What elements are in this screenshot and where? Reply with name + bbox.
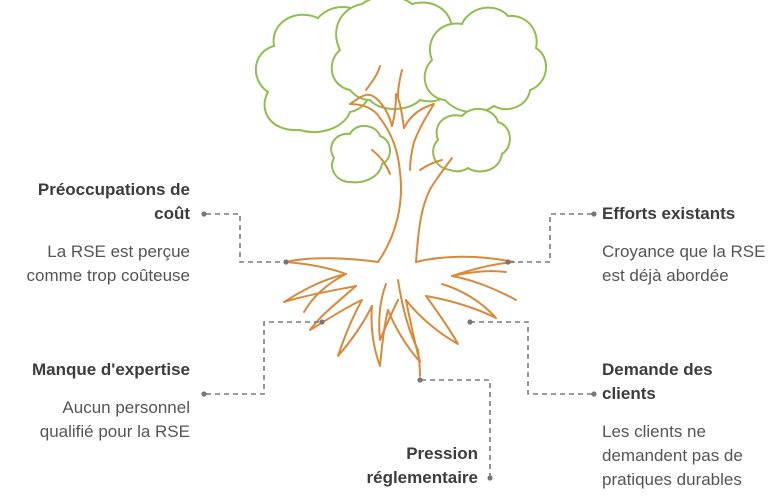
connector-regulation [420, 379, 491, 478]
foliage-cloud-small-right [432, 107, 511, 173]
connector-dot [591, 391, 597, 397]
item-description: Aucun personnel qualifié pour la RSE [39, 398, 190, 441]
branch-upper-left [349, 93, 393, 127]
connector-expertise [206, 321, 322, 395]
tree-trunk [349, 65, 453, 263]
item-description: Croyance que la RSE est déjà abordée [602, 242, 766, 285]
connector-dot [467, 319, 473, 325]
trunk-outline-right [415, 157, 453, 263]
item-title: Demande des clients [602, 360, 713, 403]
branch-upper-right [403, 103, 435, 171]
item-title: Efforts existants [602, 204, 736, 223]
root-right-small [451, 270, 507, 277]
connector-dot [283, 259, 289, 265]
root-center-right [405, 295, 459, 345]
item-title: Préoccupations de coût [37, 180, 190, 223]
item-description: La RSE est perçue comme trop coûteuse [26, 242, 190, 285]
connectors [206, 213, 592, 478]
connector-dot [319, 319, 325, 325]
tree-roots [283, 255, 517, 377]
root-far-left [283, 257, 379, 303]
root-center-tap [397, 279, 421, 377]
connector-dot [591, 211, 597, 217]
connector-clients [470, 321, 592, 395]
connector-dot [505, 259, 511, 265]
branch-top-left [365, 65, 381, 91]
item-cost-concerns: Préoccupations de coût La RSE est perçue… [10, 178, 190, 288]
root-center-left [378, 283, 399, 341]
connector-dot [201, 391, 207, 397]
foliage-cloud-right [423, 6, 548, 114]
trunk-outline-left [349, 103, 402, 263]
item-regulatory-pressure: Pression réglementaire [298, 442, 479, 490]
connector-dot [201, 211, 207, 217]
connector-dot [417, 377, 423, 383]
foliage-cloud-small-left [330, 125, 391, 184]
branch-right [419, 159, 443, 171]
item-existing-efforts: Efforts existants Croyance que la RSE es… [602, 202, 772, 288]
item-customer-demand: Demande des clients Les clients ne deman… [602, 358, 752, 492]
item-title: Manque d'expertise [31, 360, 190, 379]
root-left-inner [370, 305, 389, 367]
root-far-right [415, 255, 517, 301]
branch-upper-center [391, 93, 405, 129]
root-right-mid [425, 283, 497, 319]
branch-top-right [397, 69, 403, 97]
branch-left [371, 149, 391, 175]
connector-dots [201, 211, 597, 481]
tree-foliage [254, 0, 548, 184]
item-title: Pression réglementaire [366, 444, 479, 487]
connector-cost [206, 213, 286, 263]
root-left-mid [309, 285, 373, 357]
item-description: Les clients ne demandent pas de pratique… [602, 422, 743, 489]
connector-dot [487, 475, 493, 481]
connector-efforts [508, 213, 592, 263]
item-lack-of-expertise: Manque d'expertise Aucun personnel quali… [10, 358, 190, 444]
root-left-small [303, 273, 347, 313]
